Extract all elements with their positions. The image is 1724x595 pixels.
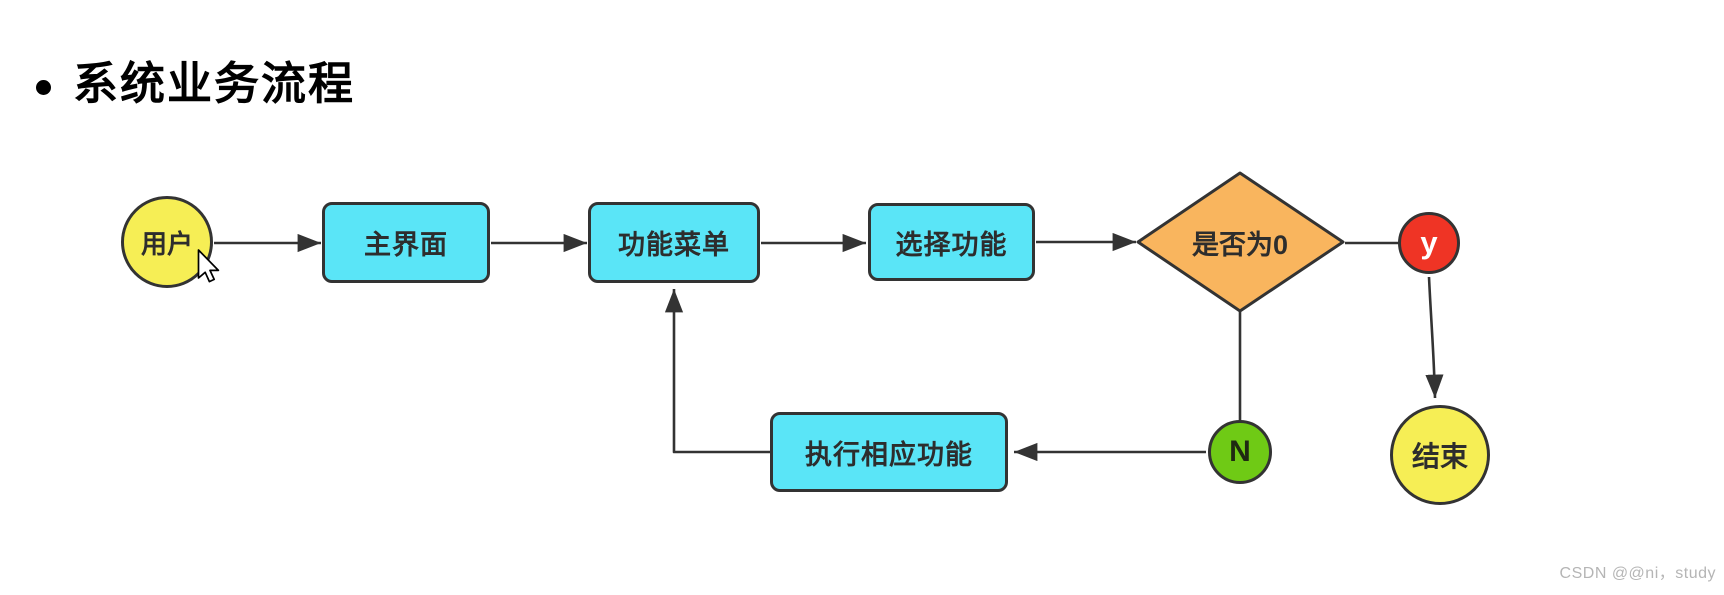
node-no-branch: N [1208,420,1272,484]
node-yes-branch-label: y [1420,225,1438,260]
page-title: 系统业务流程 [73,58,356,109]
node-user-label: 用户 [140,228,193,259]
node-yes-branch: y [1398,212,1460,274]
edge-yes-to-end-arrow [1425,276,1444,399]
node-decision-label: 是否为0 [1191,229,1289,260]
node-function-menu-label: 功能菜单 [618,230,730,260]
node-end-label: 结束 [1411,441,1468,472]
bullet-icon [36,80,51,95]
node-main-screen: 主界面 [322,202,490,283]
node-select-function: 选择功能 [868,203,1035,281]
decision-diamond-shape [1136,171,1345,313]
node-end: 结束 [1390,405,1490,505]
node-decision: 是否为0 [1150,225,1330,260]
watermark: CSDN @@ni，study [1559,565,1716,582]
node-function-menu: 功能菜单 [588,202,760,283]
node-execute-function-label: 执行相应功能 [805,439,973,470]
mouse-cursor-icon [197,249,220,283]
edge-execute-to-menu-arrow [664,289,770,454]
node-main-screen-label: 主界面 [364,230,448,260]
node-select-function-label: 选择功能 [895,229,1008,260]
node-no-branch-label: N [1229,435,1251,468]
node-execute-function: 执行相应功能 [770,412,1008,492]
title-row: 系统业务流程 [36,58,355,110]
